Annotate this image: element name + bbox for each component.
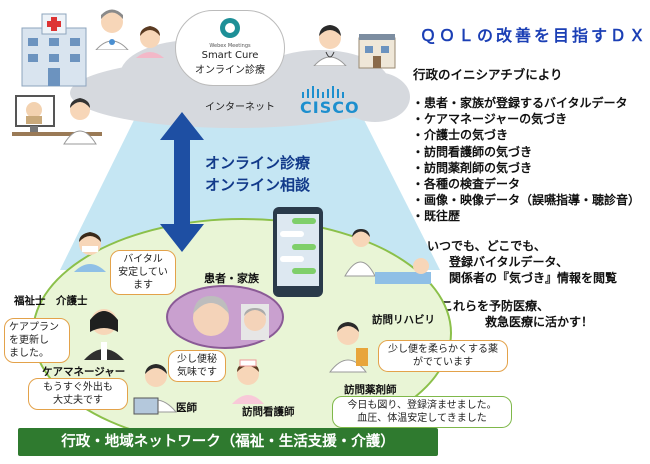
prevention-paragraph: これらを予防医療、 救急医療に活かす！	[441, 298, 593, 330]
visiting-pharmacist-label: 訪問薬剤師	[344, 384, 397, 396]
paragraph-line: 救急医療に活かす！	[485, 315, 594, 329]
page-title: ＱＯＬの改善を目指すＤＸ	[420, 26, 649, 45]
bubble-line: を更新し	[9, 335, 49, 346]
data-items-list: ・患者・家族が登録するバイタルデータ ・ケアマネージャーの気づき ・介護士の気づ…	[412, 95, 640, 225]
bubble-line: もうすぐ外出も	[43, 382, 113, 393]
paragraph-line: 関係者の『気づき』情報を閲覧	[449, 271, 618, 285]
initiative-text: 行政のイニシアチブにより	[413, 67, 563, 82]
bubble-line: ます	[133, 280, 153, 291]
bubble-line: 少し便秘	[177, 354, 217, 365]
visiting-nurse-person-icon	[232, 359, 264, 404]
online-line: オンライン診療	[205, 154, 311, 172]
visiting-nurse-label: 訪問看護師	[242, 406, 295, 418]
list-item: ・ケアマネージャーの気づき	[412, 112, 568, 127]
bubble-line: 血圧、体温安定してきました	[357, 413, 487, 424]
home-building-icon	[358, 34, 396, 69]
bubble-line: がでています	[413, 357, 473, 368]
paragraph-line: これらを予防医療、	[441, 299, 550, 313]
visiting-rehab-icon	[344, 229, 431, 284]
list-item: ・既往歴	[412, 209, 461, 224]
webex-logo-icon	[220, 18, 240, 38]
remote-doctor-icon	[313, 25, 347, 66]
bubble-line: 少し便を柔らかくする薬	[388, 344, 498, 355]
online-line: オンライン相談	[205, 176, 311, 194]
nurse-avatar-icon	[136, 26, 164, 58]
online-service-label: オンライン診療	[195, 65, 265, 76]
doctor-at-computer-icon	[12, 95, 102, 145]
bubble-line: 大丈夫です	[53, 395, 103, 406]
internet-label: インターネット	[205, 102, 275, 113]
paragraph-line: いつでも、どこでも、	[427, 239, 546, 253]
list-item: ・訪問薬剤師の気づき	[412, 160, 533, 175]
outing-bubble: もうすぐ外出も 大丈夫です	[28, 378, 128, 410]
doctor-person-icon	[133, 364, 178, 415]
vital-stable-bubble: バイタル 安定してい ます	[110, 250, 176, 295]
cisco-bars-icon	[302, 86, 344, 98]
constipation-bubble: 少し便秘 気味です	[168, 350, 226, 382]
smart-cure-brand: Smart Cure	[201, 50, 259, 61]
smartphone-chat-icon	[273, 207, 323, 297]
double-arrow-icon	[160, 112, 204, 252]
bubble-line: ケアプラン	[9, 322, 59, 333]
bubble-line: 気味です	[177, 367, 217, 378]
webex-brand-small: Webex Meetings	[209, 43, 251, 49]
welfare-carer-person-icon	[74, 232, 106, 272]
nurse-report-bubble: 今日も図り、登録済ませました。 血圧、体温安定してきました	[332, 396, 512, 428]
welfare-carer-label: 福祉士 介護士	[14, 295, 88, 307]
careplan-bubble: ケアプラン を更新し ました。	[4, 318, 70, 363]
patient-family-icon	[166, 285, 284, 349]
cisco-logo: CISCO	[300, 98, 360, 117]
bubble-line: バイタル	[123, 254, 163, 265]
regional-network-banner: 行政・地域ネットワーク（福祉・生活支援・介護）	[18, 428, 438, 456]
bubble-line: ました。	[9, 348, 49, 359]
smart-cure-logo-box: Webex Meetings Smart Cure オンライン診療	[175, 10, 285, 86]
paragraph-line: 登録バイタルデータ、	[449, 255, 569, 269]
visiting-rehab-label: 訪問リハビリ	[372, 314, 435, 326]
visiting-pharmacist-person-icon	[328, 322, 368, 373]
care-manager-label: ケアマネージャー	[42, 366, 126, 378]
list-item: ・画像・映像データ（誤嚥指導・聴診音）	[412, 193, 641, 208]
care-manager-person-icon	[84, 309, 124, 360]
bubble-line: 安定してい	[118, 267, 168, 278]
list-item: ・訪問看護師の気づき	[412, 144, 533, 159]
online-consultation-label: オンライン診療 オンライン相談	[205, 152, 310, 196]
list-item: ・各種の検査データ	[412, 177, 521, 192]
anytime-paragraph: いつでも、どこでも、 登録バイタルデータ、 関係者の『気づき』情報を閲覧	[427, 238, 617, 286]
bubble-line: 今日も図り、登録済ませました。	[347, 400, 497, 411]
doctor-label: 医師	[176, 402, 197, 414]
list-item: ・介護士の気づき	[412, 128, 509, 143]
doctor-avatar-icon	[95, 9, 129, 50]
hospital-building-icon	[21, 13, 87, 87]
medicine-bubble: 少し便を柔らかくする薬 がでています	[378, 340, 508, 372]
center-label: 患者・家族	[204, 272, 259, 285]
list-item: ・患者・家族が登録するバイタルデータ	[412, 96, 628, 110]
